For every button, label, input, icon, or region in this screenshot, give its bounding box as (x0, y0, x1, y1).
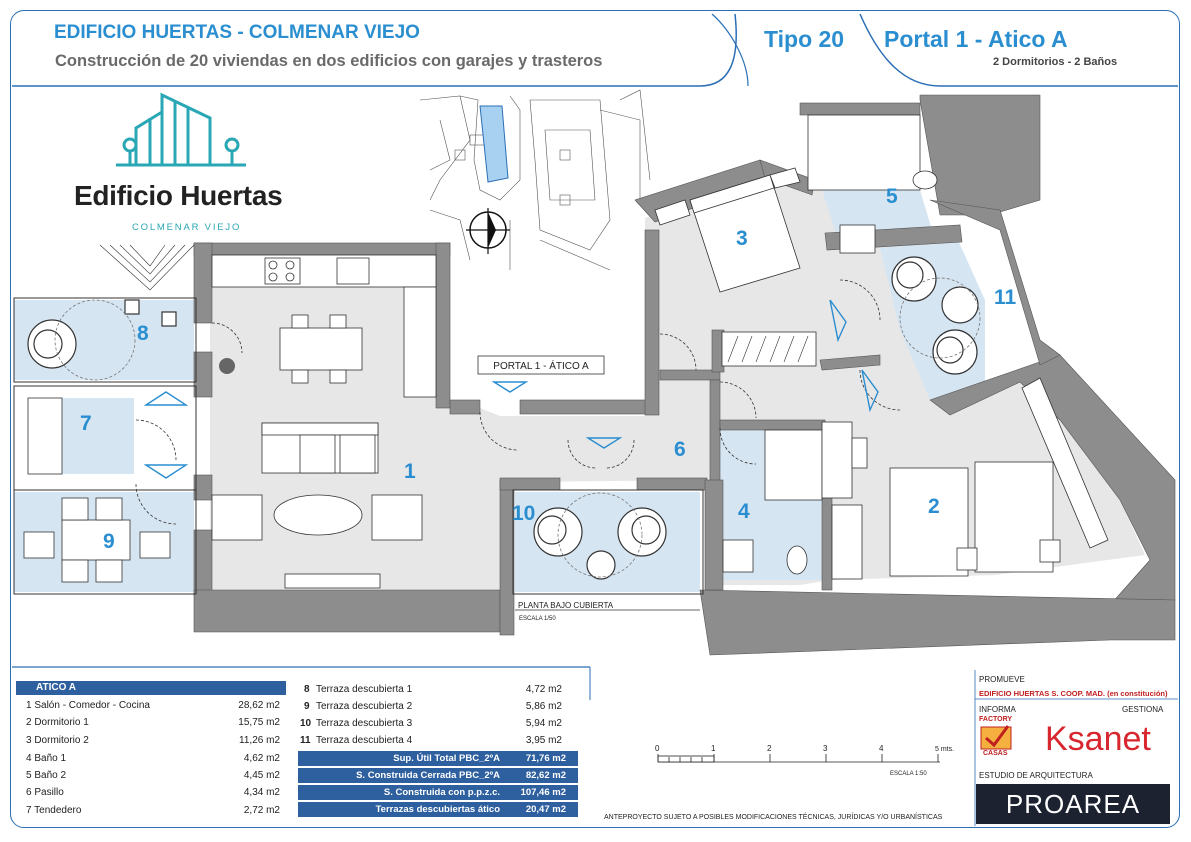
terrace-chairs (27, 256, 979, 580)
terrace-row-value: 4,72 m2 (525, 684, 562, 695)
surface-row-value: 4,34 m2 (243, 787, 280, 798)
surface-row-value: 4,62 m2 (243, 753, 280, 764)
surface-row-value: 2,72 m2 (243, 805, 280, 816)
column-icon (219, 358, 235, 374)
page-frame (10, 10, 1180, 828)
scale-tick-0: 0 (655, 744, 660, 753)
scale-bar (657, 754, 940, 763)
plan-scale: ESCALA 1/50 (519, 616, 556, 622)
room-number-11: 11 (994, 286, 1017, 309)
direction-arrows (143, 299, 879, 479)
surface-row-value: 15,75 m2 (238, 717, 280, 728)
terrace-row-number: 9 (304, 701, 310, 712)
logo-subtitle: COLMENAR VIEJO (132, 222, 242, 233)
dining-table (279, 314, 363, 384)
building-logo-icon (116, 92, 246, 167)
scale-tick-3: 3 (823, 744, 828, 753)
room-number-8: 8 (137, 322, 149, 345)
bed-room-3 (654, 167, 801, 293)
surface-row-value: 11,26 m2 (239, 735, 280, 746)
credit-factory: FACTORY (979, 716, 1013, 723)
terrace-row-value: 5,86 m2 (525, 701, 562, 712)
room-number-1: 1 (404, 460, 416, 483)
surface-row-value: 28,62 m2 (238, 700, 280, 711)
credit-promoter: EDIFICIO HUERTAS S. COOP. MAD. (en const… (979, 689, 1168, 698)
scale-tick-5: 5 mts. (935, 746, 954, 753)
entrance-label: PORTAL 1 - ÁTICO A (493, 359, 589, 372)
surface-row-label: 1 Salón - Comedor - Cocina (26, 700, 150, 711)
unit-bedrooms-baths: 2 Dormitorios - 2 Baños (993, 56, 1118, 68)
terrace-row-label: Terraza descubierta 4 (316, 735, 413, 746)
scale-tick-1: 1 (711, 744, 716, 753)
total-built-common: S. Construida con p.p.z.c.107,46 m2 (298, 785, 578, 800)
terrace-table (23, 497, 171, 583)
scale-tick-4: 4 (879, 744, 884, 753)
surface-row-label: 6 Pasillo (26, 787, 64, 798)
scale-label: ESCALA 1:50 (890, 771, 927, 777)
roof-triangle (99, 244, 195, 291)
surface-row-label: 3 Dormitorio 2 (26, 735, 89, 746)
credit-gestiona: GESTIONA (1122, 705, 1164, 714)
surface-row-label: 7 Tendedero (26, 805, 82, 816)
bath-5-fixtures (807, 114, 938, 254)
logo-name: Edificio Huertas (74, 180, 283, 211)
site-map (419, 89, 651, 271)
living-furniture (211, 422, 423, 589)
room-number-5: 5 (886, 185, 898, 208)
scale-tick-2: 2 (767, 744, 772, 753)
terrace-row-value: 5,94 m2 (525, 718, 562, 729)
disclaimer: ANTEPROYECTO SUJETO A POSIBLES MODIFICAC… (604, 814, 943, 821)
ksanet-logo: Ksanet (1045, 720, 1151, 758)
terrace-row-number: 11 (300, 735, 311, 746)
surface-table-header: ATICO A (16, 681, 286, 695)
project-subtitle: Construcción de 20 viviendas en dos edif… (55, 52, 603, 70)
room-number-7: 7 (80, 412, 92, 435)
room-number-2: 2 (928, 495, 940, 518)
credit-casas: CASAS (983, 750, 1008, 757)
door-swings (135, 279, 901, 525)
site-highlight (479, 105, 509, 183)
proarea-logo: PROAREA (976, 784, 1170, 824)
surface-row-label: 2 Dormitorio 1 (26, 717, 89, 728)
terrace-row-label: Terraza descubierta 1 (316, 684, 413, 695)
room-number-10: 10 (512, 502, 535, 525)
bed-room-2 (821, 421, 1061, 580)
credit-estudio: ESTUDIO DE ARQUITECTURA (979, 771, 1093, 780)
terrace-row-label: Terraza descubierta 2 (316, 701, 413, 712)
project-title: EDIFICIO HUERTAS - COLMENAR VIEJO (54, 22, 420, 43)
surface-row-label: 5 Baño 2 (26, 770, 67, 781)
credit-informa: INFORMA (979, 705, 1016, 714)
terrace-row-number: 8 (304, 684, 310, 695)
credit-promueve: PROMUEVE (979, 675, 1025, 684)
unit-type: Tipo 20 (764, 26, 845, 52)
surface-row-value: 4,45 m2 (243, 770, 280, 781)
terrace-row-number: 10 (300, 718, 312, 729)
room-number-4: 4 (738, 500, 750, 523)
surface-row-label: 4 Baño 1 (26, 753, 67, 764)
kitchen-counter (211, 254, 437, 398)
room-number-9: 9 (103, 530, 115, 553)
north-arrow-icon (466, 208, 510, 254)
terrace-row-value: 3,95 m2 (525, 735, 562, 746)
factory-casas-logo-icon (980, 725, 1012, 750)
room-number-6: 6 (674, 438, 686, 461)
unit-portal: Portal 1 - Atico A (884, 26, 1068, 52)
walls (193, 94, 1176, 656)
terrace-row-label: Terraza descubierta 3 (316, 718, 413, 729)
room-number-3: 3 (736, 227, 748, 250)
laundry-7 (62, 398, 134, 474)
plan-title: PLANTA BAJO CUBIERTA (518, 601, 614, 610)
